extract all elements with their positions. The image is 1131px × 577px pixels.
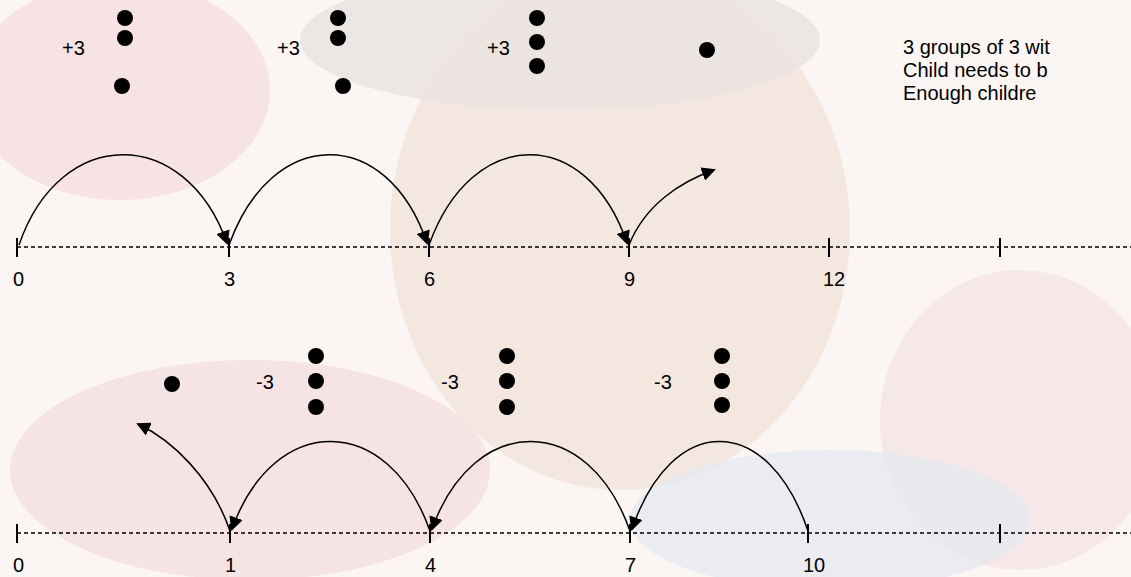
tick bbox=[428, 238, 430, 257]
jump-arcs bbox=[19, 155, 808, 531]
photo-shape bbox=[0, 0, 270, 200]
number-line bbox=[17, 238, 1131, 257]
jump-arc bbox=[232, 441, 430, 531]
number-line bbox=[17, 524, 1131, 543]
dot bbox=[499, 348, 515, 364]
jump-label: -3 bbox=[256, 371, 274, 393]
dot bbox=[308, 348, 324, 364]
tick bbox=[828, 238, 830, 257]
dot bbox=[529, 58, 545, 74]
tick bbox=[429, 524, 431, 543]
tick bbox=[999, 524, 1001, 543]
jump-label: +3 bbox=[487, 37, 510, 59]
jump-label: -3 bbox=[654, 371, 672, 393]
jump-arc bbox=[19, 155, 227, 245]
number-label: 9 bbox=[624, 268, 635, 290]
note-text: Child needs to b bbox=[903, 59, 1048, 81]
jump-arc bbox=[432, 441, 630, 531]
number-label: 0 bbox=[13, 554, 24, 576]
dot bbox=[330, 10, 346, 26]
dashed-line bbox=[17, 246, 1131, 247]
photo-hair bbox=[300, 0, 820, 110]
tick bbox=[16, 524, 18, 543]
photo-shirt bbox=[630, 450, 1030, 577]
dot bbox=[499, 373, 515, 389]
tick bbox=[999, 238, 1001, 257]
jump-arc bbox=[629, 170, 714, 245]
jump-arc bbox=[632, 441, 808, 531]
number-label: 4 bbox=[425, 554, 436, 576]
number-label: 3 bbox=[224, 268, 235, 290]
number-label: 7 bbox=[625, 554, 636, 576]
note-text: 3 groups of 3 wit bbox=[903, 36, 1050, 58]
tick bbox=[16, 238, 18, 257]
number-label: 10 bbox=[803, 554, 825, 576]
dot bbox=[714, 348, 730, 364]
dot bbox=[714, 373, 730, 389]
number-label: 1 bbox=[225, 554, 236, 576]
note-text: Enough childre bbox=[903, 82, 1036, 104]
dot bbox=[308, 399, 324, 415]
dot bbox=[529, 34, 545, 50]
dot bbox=[330, 30, 346, 46]
tick bbox=[228, 238, 230, 257]
tick bbox=[629, 524, 631, 543]
dot bbox=[117, 30, 133, 46]
jump-label: -3 bbox=[441, 371, 459, 393]
dot bbox=[114, 78, 130, 94]
jump-label: +3 bbox=[62, 37, 85, 59]
dot bbox=[117, 10, 133, 26]
dot bbox=[335, 78, 351, 94]
jump-arc bbox=[229, 155, 427, 245]
number-label: 6 bbox=[424, 268, 435, 290]
jump-arc bbox=[429, 155, 627, 245]
jump-label: +3 bbox=[277, 37, 300, 59]
dashed-line bbox=[17, 532, 1131, 533]
dot bbox=[308, 373, 324, 389]
tick bbox=[628, 238, 630, 257]
dot bbox=[714, 397, 730, 413]
number-label: 12 bbox=[823, 268, 845, 290]
counter-dots bbox=[114, 10, 730, 415]
dot bbox=[499, 399, 515, 415]
dot bbox=[529, 10, 545, 26]
dot bbox=[164, 376, 180, 392]
number-label: 0 bbox=[13, 268, 24, 290]
jump-arc bbox=[138, 424, 230, 531]
photo-hand bbox=[10, 360, 490, 577]
dot bbox=[699, 42, 715, 58]
